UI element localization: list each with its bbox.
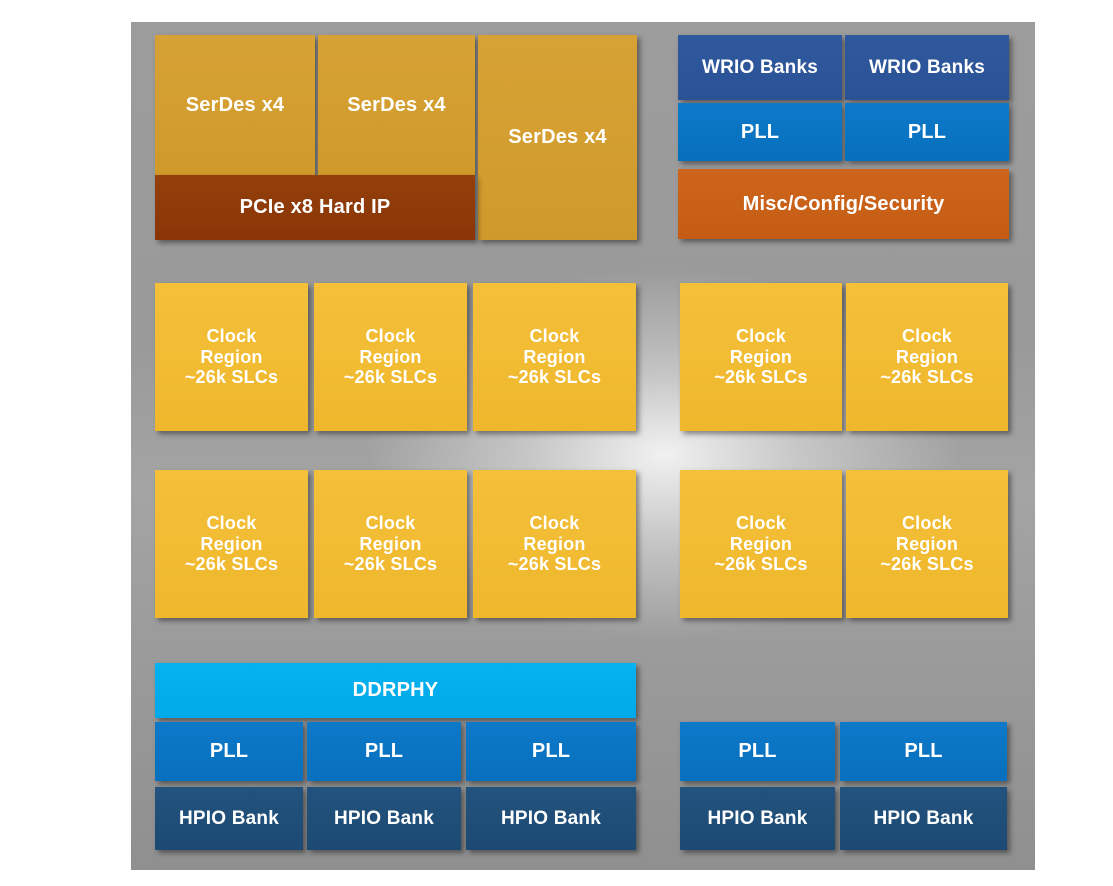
block-label: HPIO Bank (501, 807, 601, 829)
block-label-line: Region (895, 533, 959, 554)
block-hpio-bank-4[interactable]: HPIO Bank (680, 787, 835, 850)
block-label-line: Clock (206, 512, 257, 533)
block-label: Misc/Config/Security (742, 192, 945, 215)
block-serdes-1[interactable]: SerDes x4 (155, 35, 315, 175)
block-label-line: Region (359, 533, 422, 554)
block-label: PLL (907, 120, 947, 143)
block-label: WRIO Banks (701, 56, 819, 78)
block-label-line: ~26k SLCs (714, 367, 808, 388)
block-label-line: ~26k SLCs (880, 367, 974, 388)
block-label: PCIe x8 Hard IP (239, 196, 391, 218)
block-wrio-bank-2[interactable]: WRIO Banks (845, 35, 1009, 100)
block-label: PLL (209, 740, 249, 762)
block-label-line: Clock (206, 325, 257, 346)
block-label-line: Region (200, 533, 263, 554)
block-misc-config-security[interactable]: Misc/Config/Security (678, 169, 1009, 239)
block-label-line: Clock (901, 512, 953, 533)
block-pll-bot-3[interactable]: PLL (466, 722, 636, 781)
block-label: DDRPHY (352, 679, 439, 701)
block-label-line: ~26k SLCs (880, 554, 974, 575)
block-label-line: ~26k SLCs (343, 367, 438, 388)
block-label: PLL (738, 740, 777, 762)
block-pll-bot-2[interactable]: PLL (307, 722, 461, 781)
block-pll-top-2[interactable]: PLL (845, 103, 1009, 161)
block-label: PLL (740, 120, 780, 143)
block-label-line: ~26k SLCs (714, 554, 808, 575)
block-pll-bot-4[interactable]: PLL (680, 722, 835, 781)
block-label-line: ~26k SLCs (343, 554, 438, 575)
block-label: SerDes x4 (508, 126, 607, 148)
block-label-line: Region (523, 533, 586, 554)
block-label: HPIO Bank (873, 807, 974, 829)
block-label: PLL (904, 740, 943, 762)
block-label-line: Region (200, 346, 263, 367)
block-label: PLL (364, 740, 404, 762)
block-label: PLL (531, 740, 571, 762)
block-label: SerDes x4 (347, 93, 446, 116)
block-label: WRIO Banks (868, 56, 986, 78)
block-label: HPIO Bank (334, 807, 434, 829)
block-ddrphy[interactable]: DDRPHY (155, 663, 636, 718)
block-label-line: Region (729, 346, 793, 367)
block-label-line: ~26k SLCs (507, 554, 602, 575)
block-hpio-bank-3[interactable]: HPIO Bank (466, 787, 636, 850)
block-pll-bot-5[interactable]: PLL (840, 722, 1007, 781)
block-hpio-bank-5[interactable]: HPIO Bank (840, 787, 1007, 850)
block-label: HPIO Bank (707, 807, 808, 829)
block-serdes-3[interactable]: SerDes x4 (478, 35, 637, 240)
block-hpio-bank-1[interactable]: HPIO Bank (155, 787, 303, 850)
block-label-line: Region (359, 346, 422, 367)
block-label-line: Region (523, 346, 586, 367)
block-label: HPIO Bank (179, 807, 279, 829)
block-serdes-2[interactable]: SerDes x4 (318, 35, 475, 175)
block-label: SerDes x4 (185, 93, 285, 116)
block-label-line: Region (729, 533, 793, 554)
block-label-line: ~26k SLCs (184, 554, 279, 575)
block-label-line: Clock (529, 512, 580, 533)
block-hpio-bank-2[interactable]: HPIO Bank (307, 787, 461, 850)
block-label-line: Clock (901, 325, 953, 346)
block-label-line: Clock (529, 325, 580, 346)
block-label-line: Clock (735, 325, 787, 346)
block-label-line: ~26k SLCs (507, 367, 602, 388)
block-pll-top-1[interactable]: PLL (678, 103, 842, 161)
block-label-line: Region (895, 346, 959, 367)
block-wrio-bank-1[interactable]: WRIO Banks (678, 35, 842, 100)
block-pll-bot-1[interactable]: PLL (155, 722, 303, 781)
block-pcie-hard-ip[interactable]: PCIe x8 Hard IP (155, 175, 475, 240)
block-label-line: Clock (365, 325, 416, 346)
block-label-line: ~26k SLCs (184, 367, 279, 388)
block-label-line: Clock (365, 512, 416, 533)
block-label-line: Clock (735, 512, 787, 533)
